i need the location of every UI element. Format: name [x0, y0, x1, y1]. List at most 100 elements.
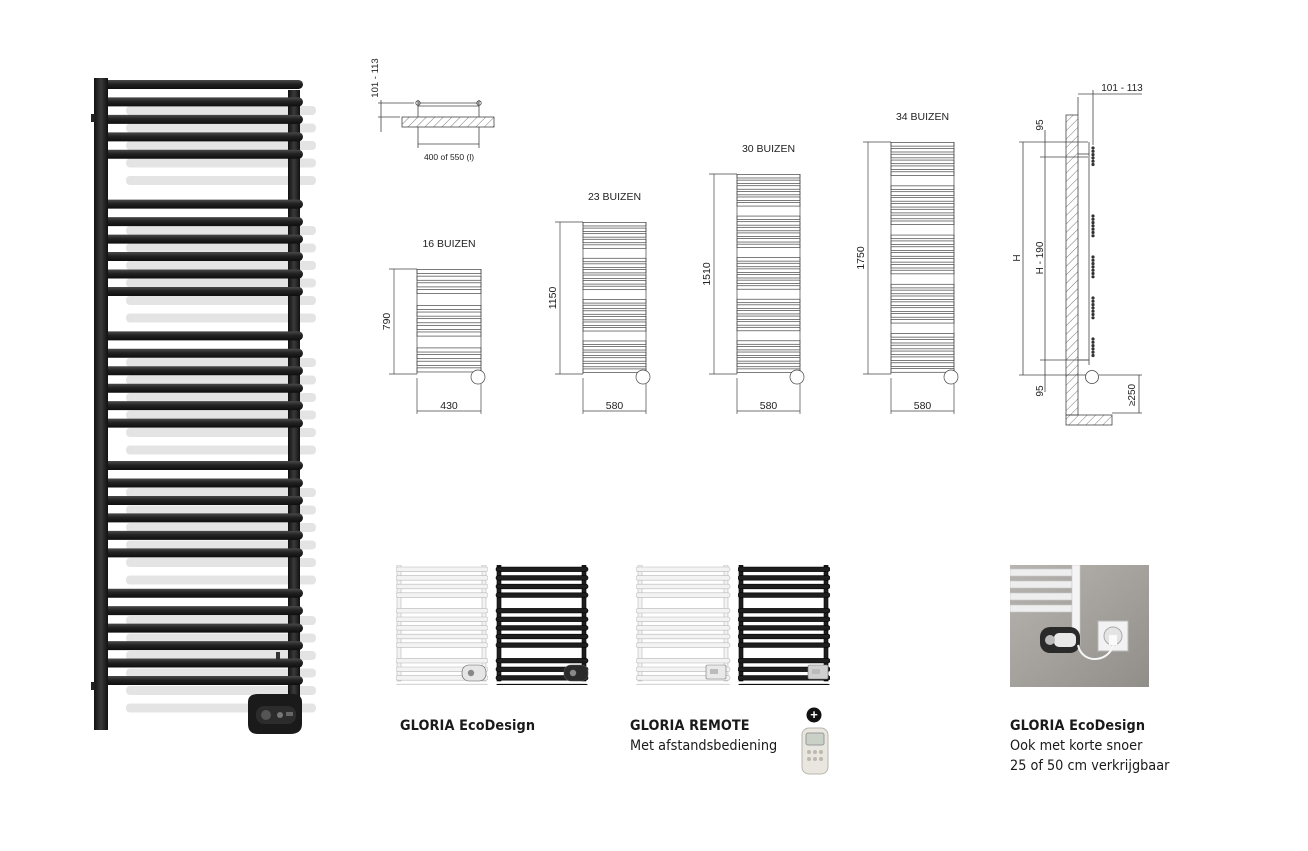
radiator-tube — [98, 234, 303, 244]
radiator-tube — [495, 642, 589, 648]
radiator-tube — [396, 575, 488, 581]
side-view-height-label: H — [1012, 254, 1023, 261]
side-tube-dot — [1091, 262, 1095, 266]
side-tube-dot — [1091, 275, 1095, 279]
side-tube-dot — [1091, 234, 1095, 238]
radiator-tube — [98, 641, 303, 651]
caption-remote: GLORIA REMOTE Met afstandsbediening — [630, 718, 790, 754]
radiator-tube — [98, 331, 303, 341]
radiator-tube — [98, 513, 303, 523]
side-tube-dot — [1091, 303, 1095, 307]
radiator-tube — [495, 592, 589, 598]
model-1-width-label: 430 — [440, 400, 458, 412]
side-tube-dot — [1091, 337, 1095, 341]
radiator-tube — [98, 366, 303, 376]
remote-white-radiator — [636, 565, 731, 685]
radiator-tube — [495, 583, 589, 590]
radiator-tube — [495, 575, 589, 581]
radiator-tube — [738, 608, 830, 614]
model-3-width-label: 580 — [760, 400, 778, 412]
radiator-tube — [495, 625, 589, 631]
side-tube-dot — [1091, 258, 1095, 262]
top-view-drawing — [378, 100, 495, 148]
side-tube-dot — [1091, 344, 1095, 348]
model-2-height-label: 1150 — [547, 287, 559, 310]
side-tube-dot — [1091, 350, 1095, 354]
remote-control-image: + — [801, 707, 829, 775]
radiator-tube — [495, 633, 589, 640]
technical-drawings: 101 - 113 400 of 550 (l) 16 BUIZEN790430… — [370, 58, 1143, 426]
side-tube-dot — [1091, 296, 1095, 300]
side-tube-dot — [1091, 271, 1095, 276]
model-1-tubes-label: 16 BUIZEN — [422, 238, 475, 250]
radiator-tube — [636, 592, 731, 598]
radiator-tube — [738, 666, 830, 672]
caption-cord-title: GLORIA EcoDesign — [1010, 718, 1146, 734]
side-view-floor-clearance: ≥250 — [1127, 383, 1138, 406]
side-tube-dot — [1091, 255, 1095, 259]
radiator-tube — [738, 633, 830, 640]
model-drawing-1 — [389, 268, 486, 414]
radiator-tube — [636, 566, 731, 572]
model-4-tubes-label: 34 BUIZEN — [896, 111, 949, 123]
side-tube-dot — [1091, 221, 1095, 225]
model-drawing-2 — [555, 221, 651, 414]
model-drawing-4 — [863, 141, 959, 414]
radiator-tube — [636, 642, 731, 648]
radiator-tube — [738, 583, 830, 590]
radiator-tube — [396, 633, 488, 640]
radiator-tube — [636, 608, 731, 614]
side-tube-dot — [1091, 162, 1095, 167]
side-tube-dot — [1091, 316, 1095, 320]
radiator-tube — [738, 625, 830, 631]
radiator-product-image — [91, 78, 316, 734]
caption-remote-line: Met afstandsbediening — [630, 738, 778, 754]
side-tube-dot — [1091, 156, 1095, 160]
radiator-tube — [98, 478, 303, 488]
radiator-tube — [738, 592, 830, 598]
radiator-tube — [98, 383, 303, 393]
radiator-tube — [738, 683, 830, 685]
model-3-tubes-label: 30 BUIZEN — [742, 143, 795, 155]
radiator-tube — [738, 575, 830, 581]
radiator-tube — [98, 461, 303, 471]
side-tube-dot — [1091, 309, 1095, 313]
radiator-tube — [98, 676, 303, 686]
radiator-tube — [396, 592, 488, 598]
radiator-tube — [495, 608, 589, 614]
radiator-tube — [636, 583, 731, 590]
thermostat-unit — [248, 694, 302, 734]
radiator-tube — [98, 217, 303, 227]
radiator-tube — [636, 658, 731, 664]
radiator-tube — [98, 588, 303, 598]
radiator-tube — [495, 658, 589, 664]
side-tube-dot — [1091, 159, 1095, 163]
side-tube-dot — [1091, 153, 1095, 157]
radiator-tube — [738, 566, 830, 572]
radiator-tube — [98, 132, 303, 142]
side-tube-dot — [1091, 268, 1095, 272]
side-tube-dot — [1091, 347, 1095, 351]
model-4-width-label: 580 — [914, 400, 932, 412]
radiator-tube — [98, 530, 303, 540]
side-tube-dot — [1091, 299, 1095, 303]
side-tube-dot — [1091, 265, 1095, 269]
side-view-drawing — [1019, 90, 1142, 426]
radiator-tube — [636, 575, 731, 581]
caption-remote-title: GLORIA REMOTE — [630, 718, 750, 734]
radiator-tube — [396, 583, 488, 590]
side-tube-dot — [1091, 214, 1095, 218]
radiator-tube — [738, 675, 830, 681]
model-2-width-label: 580 — [606, 400, 624, 412]
radiator-tube — [98, 252, 303, 262]
short-cord-photo — [1010, 565, 1149, 687]
radiator-tube — [98, 606, 303, 616]
radiator-tube — [636, 633, 731, 640]
radiator-tube — [98, 114, 303, 124]
side-tube-dot — [1091, 312, 1095, 317]
radiator-tube — [98, 548, 303, 558]
radiator-tube — [636, 625, 731, 631]
radiator-tube — [495, 566, 589, 572]
side-view-top-offset: 95 — [1035, 119, 1046, 131]
radiator-tube — [495, 616, 589, 622]
